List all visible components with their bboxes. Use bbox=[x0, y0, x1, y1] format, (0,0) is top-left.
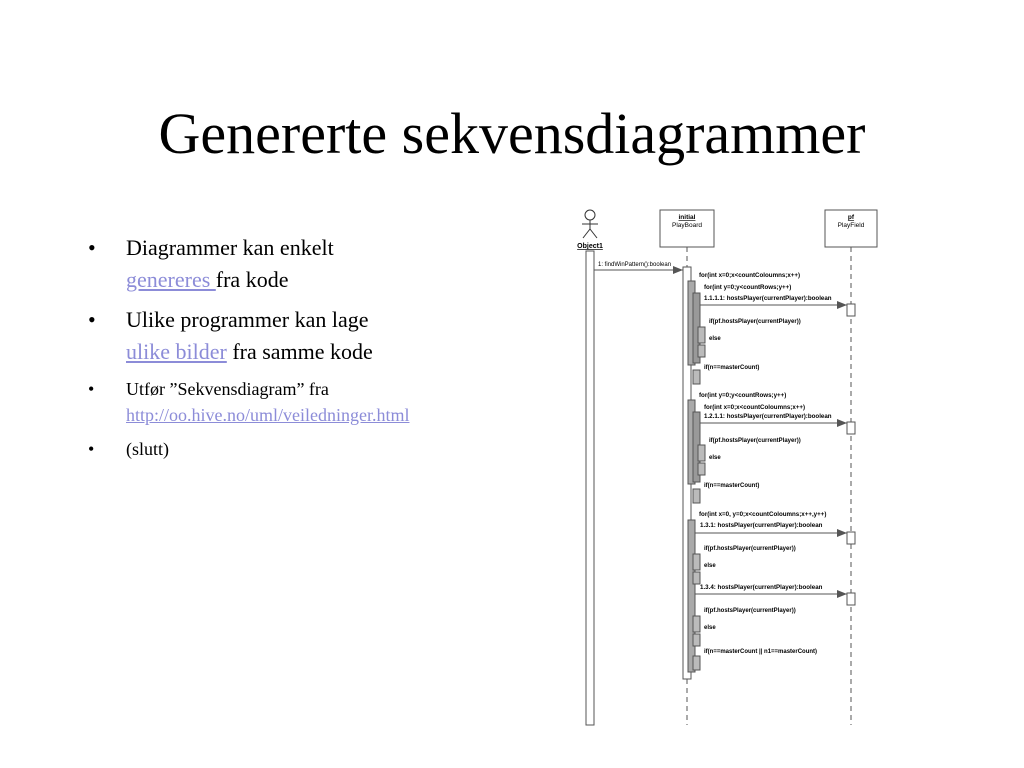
if-label: if(pf.hostsPlayer(currentPlayer)) bbox=[704, 546, 796, 552]
bullet-marker: • bbox=[88, 307, 96, 332]
bullet-text-after: fra kode bbox=[215, 267, 289, 292]
lifeline-class-label: PlayBoard bbox=[672, 222, 702, 229]
else-label: else bbox=[709, 336, 721, 342]
bullet-marker: • bbox=[88, 439, 95, 459]
else-activation bbox=[697, 462, 706, 476]
bullet-text: (slutt) bbox=[126, 439, 169, 459]
loop3-label: for(int x=0, y=0;x<countColoumns;x++,y++… bbox=[699, 511, 826, 518]
ulike-bilder-link[interactable]: ulike bilder bbox=[126, 339, 227, 364]
lifeline-head-playboard: initial PlayBoard bbox=[659, 209, 715, 248]
if-label: if(n==masterCount || n1==masterCount) bbox=[704, 649, 817, 655]
actor-activation bbox=[585, 250, 595, 726]
if-activation bbox=[697, 326, 706, 344]
if-label: if(pf.hostsPlayer(currentPlayer)) bbox=[704, 608, 796, 614]
slide-title: Genererte sekvensdiagrammer bbox=[158, 101, 866, 166]
bullet-marker: • bbox=[88, 235, 96, 260]
if-label: if(pf.hostsPlayer(currentPlayer)) bbox=[709, 438, 801, 444]
playfield-activation bbox=[846, 421, 856, 435]
else-label: else bbox=[704, 625, 716, 631]
playfield-activation bbox=[846, 303, 856, 317]
lifeline-instance-label: pf bbox=[848, 214, 855, 221]
if-activation bbox=[692, 488, 701, 504]
else-activation bbox=[692, 571, 701, 585]
bullet-item: • Ulike programmer kan lage ulike bilder… bbox=[88, 304, 508, 368]
loop1-inner-label: for(int y=0;y<countRows;y++) bbox=[704, 284, 791, 291]
lifeline-head-playfield: pf PlayField bbox=[824, 209, 878, 248]
if-activation bbox=[692, 615, 701, 633]
if-label: if(n==masterCount) bbox=[704, 483, 759, 489]
else-activation bbox=[697, 344, 706, 358]
message-label-131: 1.3.1: hostsPlayer(currentPlayer):boolea… bbox=[700, 522, 823, 529]
if-label: if(n==masterCount) bbox=[704, 365, 759, 371]
else-label: else bbox=[709, 455, 721, 461]
if-activation bbox=[692, 655, 701, 671]
loop2-label: for(int y=0;y<countRows;y++) bbox=[699, 392, 786, 399]
bullet-item: • (slutt) bbox=[88, 436, 508, 462]
if-activation bbox=[692, 553, 701, 571]
genereres-link[interactable]: genereres bbox=[126, 267, 216, 292]
bullet-text: Utfør ”Sekvensdiagram” fra bbox=[126, 379, 329, 399]
message-label-findwinpattern: 1: findWinPattern():boolean bbox=[598, 262, 671, 268]
actor-stick-figure-icon bbox=[582, 209, 598, 239]
loop2-inner-label: for(int x=0;x<countColoumns;x++) bbox=[704, 404, 805, 411]
bullet-text: Diagrammer kan enkelt bbox=[126, 235, 334, 260]
bullet-item: • Utfør ”Sekvensdiagram” fra http://oo.h… bbox=[88, 376, 508, 428]
else-label: else bbox=[704, 563, 716, 569]
bullet-text: Ulike programmer kan lage bbox=[126, 307, 369, 332]
if-activation bbox=[692, 369, 701, 385]
bullet-list: • Diagrammer kan enkelt genereres fra ko… bbox=[88, 232, 508, 470]
message-label-134: 1.3.4: hostsPlayer(currentPlayer):boolea… bbox=[700, 584, 823, 591]
bullet-item: • Diagrammer kan enkelt genereres fra ko… bbox=[88, 232, 508, 296]
lifeline-instance-label: initial bbox=[679, 214, 696, 221]
message-label-1211: 1.2.1.1: hostsPlayer(currentPlayer):bool… bbox=[704, 413, 832, 420]
lifeline-class-label: PlayField bbox=[838, 222, 865, 229]
loop1-label: for(int x=0;x<countColoumns;x++) bbox=[699, 272, 800, 279]
bullet-text-after: fra samme kode bbox=[226, 339, 373, 364]
message-label-1111: 1.1.1.1: hostsPlayer(currentPlayer):bool… bbox=[704, 295, 832, 302]
veiledninger-url-link[interactable]: http://oo.hive.no/uml/veiledninger.html bbox=[126, 405, 410, 425]
playfield-activation bbox=[846, 531, 856, 545]
playfield-activation bbox=[846, 592, 856, 606]
actor-label: Object1 bbox=[577, 243, 603, 250]
sequence-diagram: Object1 initial PlayBoard pf PlayField 1… bbox=[577, 209, 878, 726]
bullet-marker: • bbox=[88, 379, 95, 399]
if-label: if(pf.hostsPlayer(currentPlayer)) bbox=[709, 319, 801, 325]
else-activation bbox=[692, 633, 701, 647]
loop3-activation bbox=[687, 519, 696, 673]
if-activation bbox=[697, 444, 706, 462]
